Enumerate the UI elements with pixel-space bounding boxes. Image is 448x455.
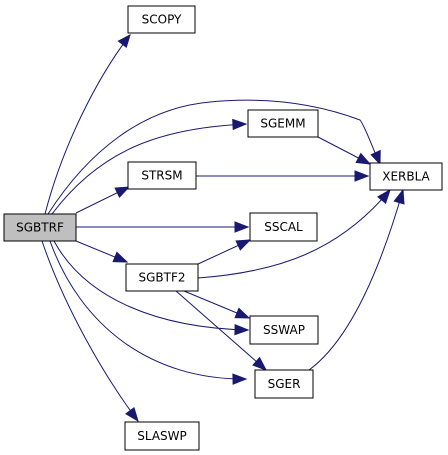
- node-scopy[interactable]: SCOPY: [127, 5, 196, 34]
- node-xerbla-box: [369, 162, 443, 191]
- node-sgemm-label: SGEMM: [260, 117, 305, 131]
- edge-sgbtf2-sger: [175, 290, 268, 371]
- arrowhead-sger-from-sgbtrf: [232, 373, 248, 385]
- node-sgbtrf-label: SGBTRF: [16, 221, 64, 235]
- node-sger-box: [254, 369, 314, 399]
- edge-sgbtrf-sgbtf2: [75, 240, 129, 263]
- node-sgemm[interactable]: SGEMM: [247, 109, 319, 138]
- node-sgbtrf-box: [3, 213, 77, 242]
- edge-sgbtrf-scopy: [44, 34, 131, 215]
- node-sgbtf2-box: [125, 263, 199, 292]
- edge-sgbtrf-slaswp: [41, 240, 139, 423]
- node-sswap[interactable]: SSWAP: [249, 315, 319, 345]
- edge-sgbtf2-sswap: [183, 290, 251, 319]
- node-strsm[interactable]: STRSM: [127, 161, 197, 190]
- node-strsm-box: [127, 161, 197, 190]
- node-sgemm-box: [247, 109, 319, 138]
- arrowhead-sger-from-sgbtf2: [252, 356, 268, 371]
- edge-sger-xerbla: [308, 188, 405, 371]
- arrowhead-xerbla-from-sgbtf2: [377, 188, 391, 205]
- node-sscal[interactable]: SSCAL: [249, 212, 318, 242]
- edge-strsm-xerbla: [196, 170, 370, 182]
- node-xerbla-label: XERBLA: [382, 170, 430, 184]
- arrowhead-scopy: [117, 34, 131, 49]
- node-sger-label: SGER: [268, 377, 301, 391]
- edge-sgbtf2-xerbla: [197, 188, 391, 279]
- arrowhead-sswap-from-sgbtf2: [234, 307, 251, 319]
- arrowhead-sscal-from-sgbtf2: [235, 239, 252, 251]
- edge-sgbtf2-sscal: [197, 239, 252, 265]
- arrowhead-xerbla-from-sgemm: [355, 152, 372, 165]
- node-sger[interactable]: SGER: [254, 369, 314, 399]
- arrowhead-strsm: [114, 186, 131, 198]
- arrowhead-xerbla-from-sgbtrf: [370, 149, 381, 166]
- nodes: SGBTRF SCOPY SGEMM XERBLA STRSM SSCAL SG…: [3, 5, 443, 451]
- node-sgbtf2[interactable]: SGBTF2: [125, 263, 199, 292]
- node-sgbtf2-label: SGBTF2: [138, 271, 185, 285]
- edge-sgbtrf-sgemm: [51, 118, 248, 215]
- arrowhead-sscal-from-sgbtrf: [234, 221, 250, 233]
- node-xerbla[interactable]: XERBLA: [369, 162, 443, 191]
- node-strsm-label: STRSM: [141, 169, 182, 183]
- node-slaswp-label: SLASWP: [137, 429, 187, 443]
- node-sscal-box: [249, 212, 318, 242]
- arrowhead-sswap-from-sgbtrf: [234, 323, 250, 336]
- node-slaswp[interactable]: SLASWP: [124, 421, 200, 451]
- arrowhead-xerbla-from-strsm: [354, 170, 370, 182]
- node-scopy-label: SCOPY: [142, 13, 182, 27]
- node-sswap-label: SSWAP: [263, 323, 305, 337]
- arrowhead-slaswp: [125, 406, 139, 423]
- edge-sgbtrf-sswap: [53, 240, 250, 336]
- edge-sgemm-xerbla: [317, 136, 372, 165]
- edge-sgbtrf-sscal: [76, 221, 250, 233]
- node-sscal-label: SSCAL: [264, 220, 303, 234]
- edge-sgbtrf-sger: [49, 240, 248, 385]
- node-sswap-box: [249, 315, 319, 345]
- node-slaswp-box: [124, 421, 200, 451]
- edge-sgbtrf-strsm: [75, 186, 131, 214]
- node-scopy-box: [127, 5, 196, 34]
- edge-sgbtrf-xerbla: [47, 99, 381, 215]
- arrowhead-sgbtf2: [112, 251, 129, 263]
- arrowhead-xerbla-from-sger: [393, 188, 405, 205]
- node-sgbtrf[interactable]: SGBTRF: [3, 213, 77, 242]
- edges: [41, 34, 405, 423]
- arrowhead-sgemm: [232, 118, 248, 131]
